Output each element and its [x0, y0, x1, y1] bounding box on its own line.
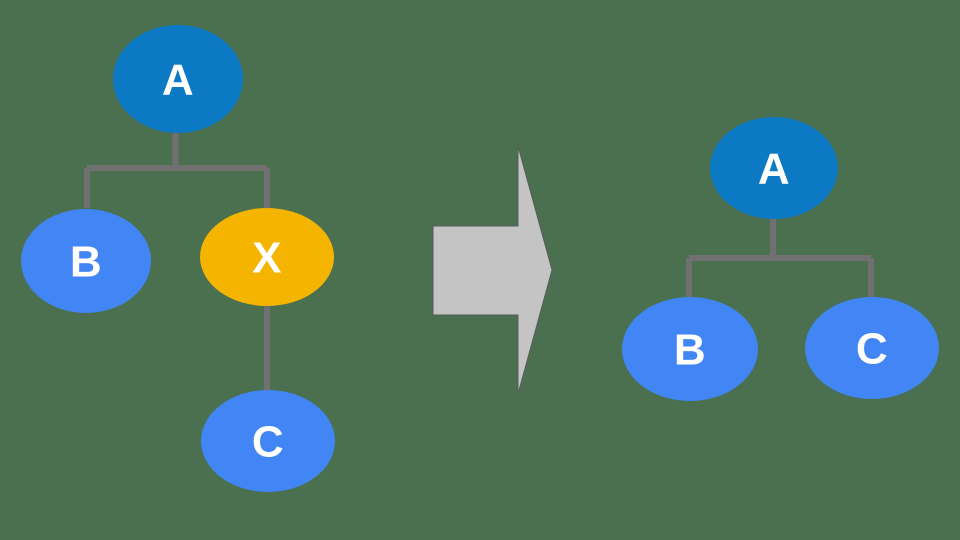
- edge-group-after: [686, 217, 874, 298]
- node-b-before-label: B: [70, 238, 102, 287]
- edge-group-before: [84, 130, 270, 398]
- edge-a-to-children-before: [84, 130, 270, 210]
- node-c-before[interactable]: C: [201, 390, 335, 492]
- node-x-before-label: X: [252, 234, 282, 283]
- node-c-after-shape: [805, 297, 939, 399]
- node-x-before[interactable]: X: [200, 208, 334, 306]
- panel-before: A B X C: [21, 25, 335, 492]
- node-a-before-shape: [113, 25, 243, 133]
- node-a-after[interactable]: A: [710, 117, 838, 219]
- panel-after: A B C: [622, 117, 939, 401]
- node-b-after-shape: [622, 297, 758, 401]
- node-c-before-shape: [201, 390, 335, 492]
- edge-a-to-children-after: [686, 217, 874, 298]
- node-b-after[interactable]: B: [622, 297, 758, 401]
- node-c-after[interactable]: C: [805, 297, 939, 399]
- node-c-before-label: C: [252, 418, 284, 467]
- node-b-before-shape: [21, 209, 151, 313]
- node-b-after-label: B: [674, 326, 706, 375]
- node-a-after-shape: [710, 117, 838, 219]
- transformation-arrow-icon: [432, 145, 553, 395]
- node-a-after-label: A: [758, 145, 790, 194]
- node-x-before-shape: [200, 208, 334, 306]
- node-a-before[interactable]: A: [113, 25, 243, 133]
- node-c-after-label: C: [856, 325, 888, 374]
- node-a-before-label: A: [162, 56, 194, 105]
- node-b-before[interactable]: B: [21, 209, 151, 313]
